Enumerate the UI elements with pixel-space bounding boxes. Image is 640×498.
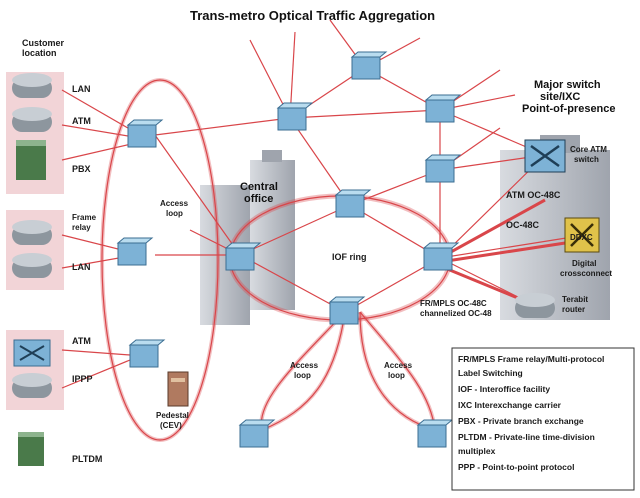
mux-node-5 — [334, 189, 372, 218]
lan-top-label: LAN — [72, 84, 91, 94]
access-mux-top — [126, 119, 164, 148]
mux-node-2 — [350, 51, 388, 80]
diagram-title: Trans-metro Optical Traffic Aggregation — [190, 8, 435, 23]
router-icon — [12, 73, 52, 98]
customer-location-label: Customer location — [22, 38, 67, 58]
ippp-label: IPPP — [72, 374, 93, 384]
pedestal-label: Pedestal (CEV) — [156, 411, 191, 430]
lan-mid-label: LAN — [72, 262, 91, 272]
atm-switch-icon — [12, 107, 52, 132]
legend-entries: FR/MPLS Frame relay/Multi-protocol Label… — [458, 354, 607, 472]
oc48c-label: OC-48C — [506, 220, 540, 230]
central-office-mux — [224, 242, 262, 271]
network-devices — [116, 51, 462, 448]
mux-node-4 — [424, 154, 462, 183]
frame-relay-router-icon — [12, 220, 52, 245]
pltdm-label: PLTDM — [72, 454, 102, 464]
iof-ring-label: IOF ring — [332, 252, 367, 262]
pbx-label: PBX — [72, 164, 91, 174]
atm-bot-label: ATM — [72, 336, 91, 346]
frame-relay-label: Frame relay — [72, 213, 98, 232]
core-atm-switch-label: Core ATM switch — [570, 145, 609, 164]
terabit-router-icon — [515, 293, 555, 318]
mux-node-1 — [276, 102, 314, 131]
legend: FR/MPLS Frame relay/Multi-protocol Label… — [451, 347, 635, 491]
core-atm-switch-icon — [524, 139, 566, 173]
lan-router-icon — [12, 253, 52, 278]
mux-node-3 — [424, 94, 462, 123]
ring-node-south — [328, 296, 366, 325]
access-mux-mid — [116, 237, 154, 266]
terabit-router-label: Terabit router — [562, 295, 590, 314]
pbx-icon — [16, 140, 46, 180]
central-office-label: Central office — [240, 181, 281, 205]
ddxc-label: DDXC — [570, 233, 593, 242]
fr-mpls-label: FR/MPLS OC-48C channelized OC-48 — [420, 299, 492, 318]
access-loop-left-label: Access loop — [160, 199, 190, 218]
pedestal-icon — [167, 371, 189, 407]
digital-crossconnect-label: Digital crossconnect — [560, 259, 612, 278]
central-office-building — [200, 150, 295, 325]
ring-node-east — [422, 242, 460, 271]
major-switch-label: Major switch site/IXC Point-of-presence — [522, 79, 616, 115]
atm-top-label: ATM — [72, 116, 91, 126]
ddxc-icon — [564, 217, 600, 253]
atm-box-icon — [13, 339, 51, 367]
access-node-bl — [238, 419, 276, 448]
pltdm-icon — [18, 432, 44, 466]
access-loop-br-label: Access loop — [384, 361, 414, 380]
atm-oc48-label: ATM OC-48C — [506, 190, 561, 200]
access-loop-bl-label: Access loop — [290, 361, 320, 380]
customer-equipment — [12, 73, 52, 466]
access-mux-bot — [128, 339, 166, 368]
ippp-router-icon — [12, 373, 52, 398]
access-node-br — [416, 419, 454, 448]
